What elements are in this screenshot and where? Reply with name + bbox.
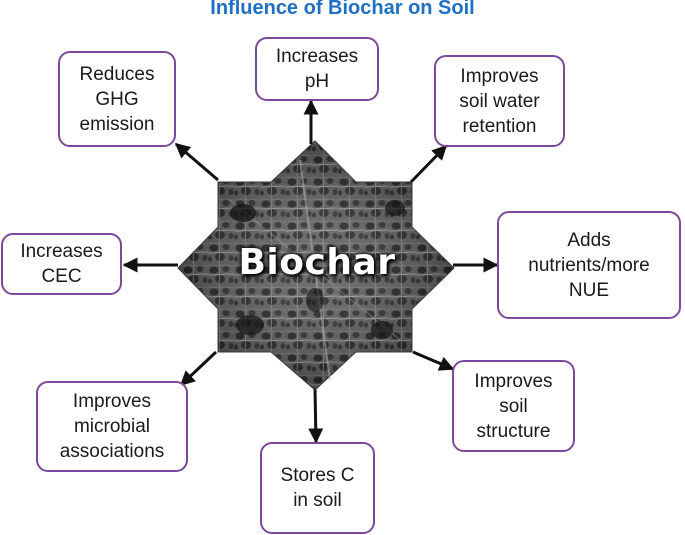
effect-text-ph: Increases pH [275, 46, 359, 92]
diagram-title: Influence of Biochar on Soil [210, 0, 475, 19]
arrow-structure [412, 350, 455, 371]
effect-box-microbial: Improves microbial associations [36, 381, 188, 472]
effect-text-nutrients: Adds nutrients/more NUE [528, 229, 650, 301]
effect-box-cec: Increases CEC [1, 233, 122, 295]
effect-box-nutrients: Adds nutrients/more NUE [497, 211, 681, 319]
biochar-label: Biochar [238, 242, 396, 283]
arrow-carbon [308, 388, 324, 444]
effect-box-water: Improves soil water retention [434, 55, 565, 147]
arrow-microbial [179, 350, 218, 387]
effect-box-ph: Increases pH [255, 37, 379, 101]
effect-box-carbon: Stores C in soil [260, 442, 375, 534]
effect-text-microbial: Improves microbial associations [59, 391, 165, 462]
connector-arrows [122, 99, 499, 444]
effect-text-structure: Improves soil structure [474, 370, 553, 442]
effect-box-ghg: Reduces GHG emission [58, 51, 176, 147]
effect-text-carbon: Stores C in soil [280, 465, 355, 511]
effect-text-cec: Increases CEC [20, 241, 103, 287]
arrow-ghg [174, 142, 219, 182]
effect-text-ghg: Reduces GHG emission [79, 63, 155, 135]
effect-box-structure: Improves soil structure [452, 360, 575, 452]
effect-text-water: Improves soil water retention [459, 65, 540, 137]
biochar-star [177, 140, 455, 391]
arrow-water [409, 144, 448, 184]
